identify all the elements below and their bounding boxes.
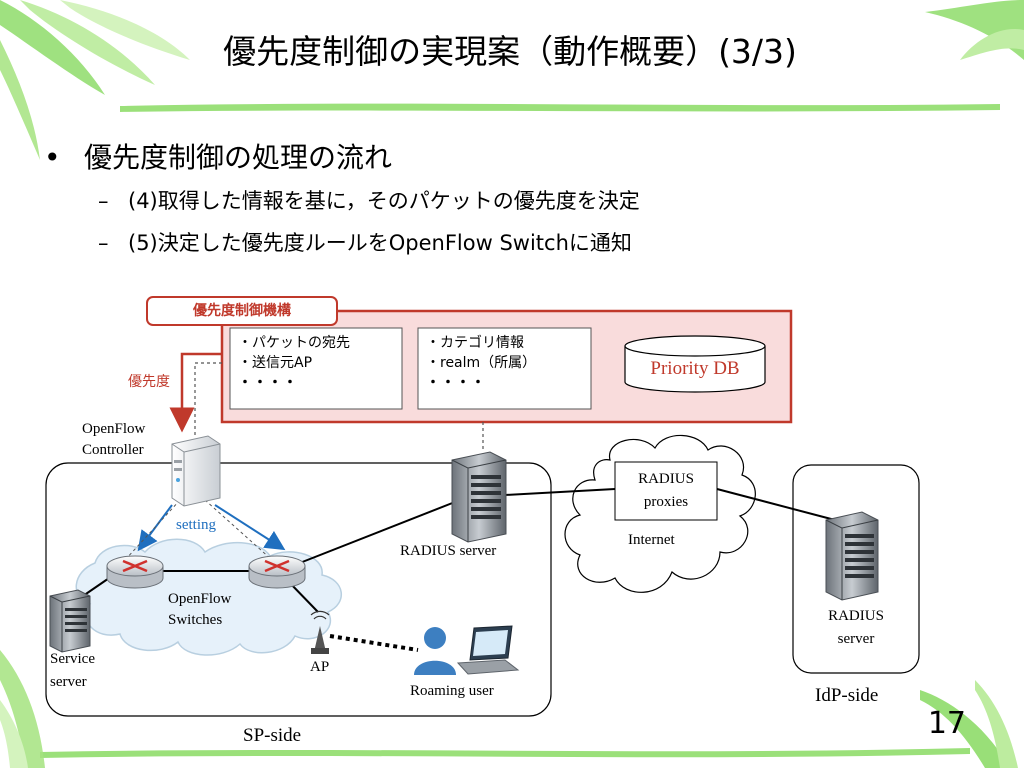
idp-radius-label-line1: RADIUS [828,608,884,624]
page-number: 17 [927,706,966,741]
radius-server-icon [451,451,507,543]
mechanism-label-tab [146,296,338,326]
bullet-symbol: • [44,141,61,174]
service-server-icon [49,589,91,653]
link-radius-proxies [504,488,616,496]
roaming-user-icon [414,625,520,675]
idp-side-region [792,464,920,674]
idp-radius-server-icon [825,511,879,601]
access-point-icon [310,610,330,654]
bottom-line [40,748,970,758]
leaf-decoration-bottom-left [0,650,45,768]
ap-label: AP [310,659,330,675]
bullet-level1: • 優先度制御の処理の流れ [44,138,392,178]
bullet-text: (4)取得した情報を基に，そのパケットの優先度を決定 [128,189,640,213]
mechanism-label: 優先度制御機構 [193,303,291,319]
info-box-category-line3: ・・・・ [426,375,486,391]
switches-label-line1: OpenFlow [168,591,232,607]
leaf-decoration-top-right [925,0,1024,60]
internet-label: Internet [628,532,675,548]
service-server-label-line1: Service [50,651,95,667]
openflow-switch-icon-left [106,555,164,589]
controller-label-line1: OpenFlow [82,421,146,437]
info-box-category-line2: ・realm（所属） [426,355,537,371]
info-box-category [417,327,592,410]
dashed-link-controller [194,362,222,435]
radius-proxies-label-line2: proxies [643,494,689,510]
info-box-packet-line2: ・送信元AP [238,355,313,371]
slide-title: 優先度制御の実現案（動作概要）(3/3) [223,32,797,71]
leaf-decoration-top-left [0,0,190,160]
priority-db-label: Priority DB [650,358,740,379]
link-switch-radius [286,499,461,569]
bullet-text: 優先度制御の処理の流れ [84,141,393,174]
setting-arrow-left [137,504,173,552]
priority-arrow-label: 優先度 [128,374,170,390]
radius-proxies-label-line1: RADIUS [638,471,694,487]
bullet-text: (5)決定した優先度ルールをOpenFlow Switchに通知 [128,231,632,255]
leaf-decoration-bottom-right [920,680,1018,768]
dash-symbol: – [98,231,109,255]
info-box-packet-line3: ・・・・ [238,375,298,391]
info-box-packet [229,327,403,410]
radius-proxies-box [614,461,718,521]
dash-symbol: – [98,189,109,213]
sp-side-region [45,462,552,717]
idp-side-label: IdP-side [815,685,879,706]
openflow-controller-icon [171,435,221,507]
switches-label-line2: Switches [168,612,223,628]
priority-arrow [169,352,222,433]
setting-dashed-left [124,499,181,561]
roaming-user-label: Roaming user [410,683,494,699]
setting-dashed-right [204,499,273,561]
setting-label: setting [176,517,216,533]
priority-db-icon [624,335,766,393]
setting-arrow-right [214,504,286,551]
idp-radius-label-line2: server [837,631,875,647]
wireless-link-ap-user [329,634,419,652]
bullet-level2-first: –(4)取得した情報を基に，そのパケットの優先度を決定 [98,186,640,216]
openflow-switch-icon-right [248,555,306,589]
link-proxies-idp [716,488,836,521]
radius-server-label: RADIUS server [400,543,497,559]
controller-label-line2: Controller [82,442,144,458]
info-box-packet-line1: ・パケットの宛先 [238,335,350,351]
sp-side-label: SP-side [243,725,302,746]
info-box-category-line1: ・カテゴリ情報 [426,335,524,351]
bullet-level2-second: –(5)決定した優先度ルールをOpenFlow Switchに通知 [98,228,632,258]
title-underline [120,103,1000,112]
service-server-label-line2: server [50,674,87,690]
